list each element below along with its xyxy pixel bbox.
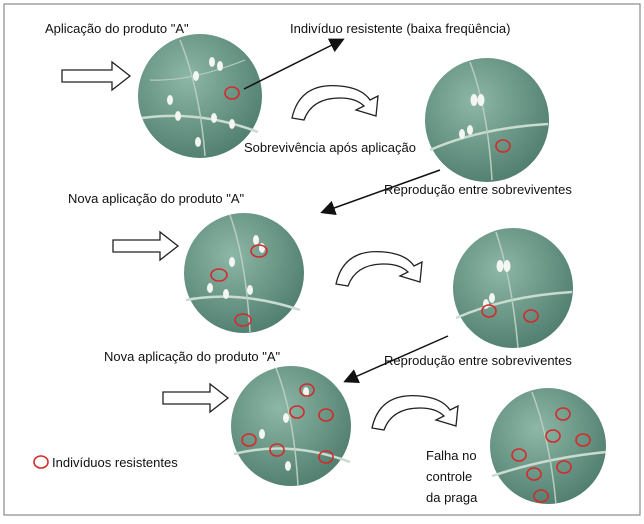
label-resistant-individual: Indivíduo resistente (baixa freqüência)	[290, 21, 510, 36]
leaf-circle-2	[425, 58, 549, 182]
input-arrow-2	[112, 230, 180, 262]
resistant-rings-3	[210, 244, 268, 327]
legend-label: Indivíduos resistentes	[52, 455, 178, 470]
pointer-arrow-resistant	[243, 38, 345, 90]
outer-border	[3, 3, 641, 516]
insects-1	[167, 57, 235, 147]
transition-arrow-1	[320, 169, 441, 216]
leaf-circle-6	[490, 388, 607, 505]
label-failure-line2: controle	[426, 469, 472, 484]
resistant-ring-1	[224, 86, 240, 100]
label-reproduction-2: Reprodução entre sobreviventes	[384, 353, 572, 368]
label-reproduction-1: Reprodução entre sobreviventes	[384, 182, 572, 197]
curved-arrow-1	[291, 84, 379, 121]
input-arrow-1	[61, 60, 132, 92]
input-arrow-3	[162, 382, 230, 414]
resistant-rings-4	[481, 304, 539, 323]
resistant-rings-5	[241, 383, 334, 464]
curved-arrow-2	[335, 250, 423, 287]
legend: Indivíduos resistentes	[33, 455, 178, 470]
label-failure-line1: Falha no	[426, 448, 477, 463]
resistant-ring-2	[495, 139, 511, 153]
leaf-circle-5	[231, 366, 351, 487]
label-survival: Sobrevivência após aplicação	[244, 140, 416, 155]
insects-5	[259, 387, 309, 471]
leaf-circle-3	[184, 213, 304, 333]
resistant-rings-6	[511, 407, 591, 503]
label-new-application-2: Nova aplicação do produto "A"	[104, 349, 281, 364]
curved-arrow-3	[371, 394, 459, 431]
leaf-circle-1	[138, 34, 262, 158]
label-application-1: Aplicação do produto "A"	[45, 21, 189, 36]
label-new-application-1: Nova aplicação do produto "A"	[68, 191, 245, 206]
transition-arrow-2	[343, 335, 449, 384]
insects-4	[483, 260, 511, 309]
insects-2	[459, 94, 485, 139]
legend-ring	[33, 455, 49, 469]
label-failure-line3: da praga	[426, 490, 478, 505]
leaf-circle-4	[453, 228, 573, 349]
